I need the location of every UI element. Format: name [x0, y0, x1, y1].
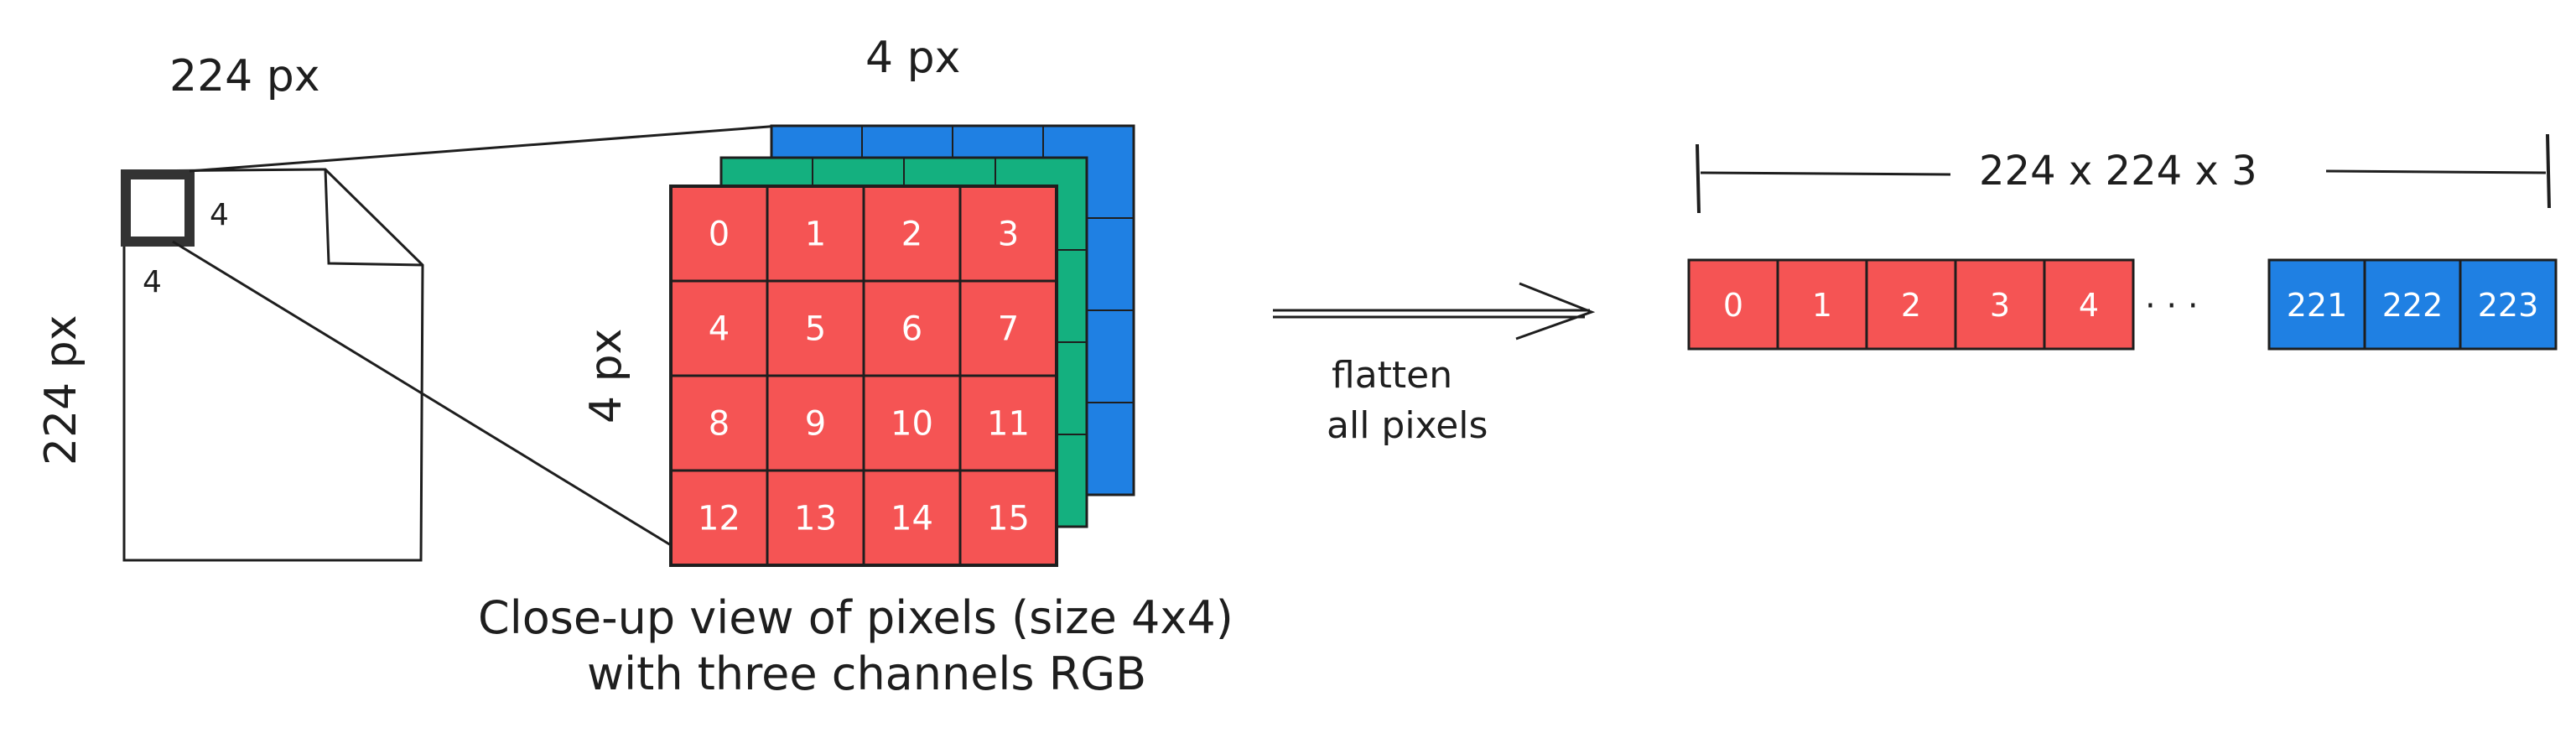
closeup-caption-line1: Close-up view of pixels (size 4x4) — [478, 591, 1233, 644]
patch-height-label: 4 — [143, 265, 162, 299]
flatten-label-line2: all pixels — [1327, 404, 1488, 447]
red-pixel-label: 14 — [891, 500, 933, 538]
vector-length-dimension — [1696, 133, 2551, 214]
page-fold — [324, 169, 423, 267]
closeup-caption-line2: with three channels RGB — [587, 647, 1146, 700]
red-pixel-cell — [958, 469, 1058, 567]
vector-red-cells: 0 1 2 3 4 — [1687, 258, 2135, 351]
image-height-label: 224 px — [36, 315, 86, 465]
vector-red-cell — [1776, 258, 1868, 351]
vector-blue-cell — [2363, 258, 2462, 351]
red-pixel-label: 15 — [987, 500, 1030, 538]
vector-red-cell — [1954, 258, 2046, 351]
red-pixel-label: 4 — [709, 310, 730, 349]
vector-red-cell — [1865, 258, 1957, 351]
vector-red-cell — [2043, 258, 2135, 351]
image-width-label: 224 px — [169, 51, 320, 101]
red-pixel-label: 1 — [805, 216, 826, 254]
closeup-height-label: 4 px — [581, 329, 631, 424]
vector-blue-cells: 221 222 223 — [2267, 258, 2558, 351]
red-pixel-label: 13 — [794, 500, 837, 538]
red-pixel-label: 5 — [805, 310, 826, 349]
red-pixel-label: 6 — [901, 310, 922, 349]
vector-blue-cell — [2267, 258, 2366, 351]
image-outline — [122, 168, 424, 562]
patch-width-label: 4 — [210, 198, 229, 232]
vector-blue-label: 223 — [2478, 287, 2539, 324]
vector-blue-cell — [2459, 258, 2558, 351]
zoom-line-top — [189, 124, 781, 173]
red-pixel-label: 8 — [709, 405, 730, 444]
red-pixel-label: 9 — [805, 405, 826, 444]
red-pixel-label: 11 — [987, 405, 1030, 444]
red-pixel-label: 12 — [698, 500, 740, 538]
vector-blue-label: 222 — [2382, 287, 2444, 324]
vector-red-label: 2 — [1901, 287, 1921, 324]
full-image — [122, 168, 424, 562]
red-pixel-label: 0 — [709, 216, 730, 254]
vector-length-label: 224 x 224 x 3 — [1979, 148, 2257, 195]
red-pixel-label: 10 — [891, 405, 933, 444]
patch-highlight — [121, 169, 195, 247]
vector-red-label: 0 — [1723, 287, 1743, 324]
red-pixel-label: 3 — [998, 216, 1019, 254]
vector-ellipsis: · · · — [2145, 287, 2199, 325]
closeup-width-label: 4 px — [865, 33, 960, 83]
vector-red-label: 4 — [2079, 287, 2099, 324]
vector-red-label: 3 — [1990, 287, 2010, 324]
vector-blue-label: 221 — [2287, 287, 2348, 324]
red-pixel-label: 2 — [901, 216, 922, 254]
flatten-arrow — [1273, 282, 1596, 341]
vector-red-cell — [1687, 258, 1779, 351]
flatten-label-line1: flatten — [1332, 354, 1452, 397]
zoom-line-bottom — [172, 240, 672, 547]
red-pixel-label: 7 — [998, 310, 1019, 349]
vector-red-label: 1 — [1812, 287, 1832, 324]
